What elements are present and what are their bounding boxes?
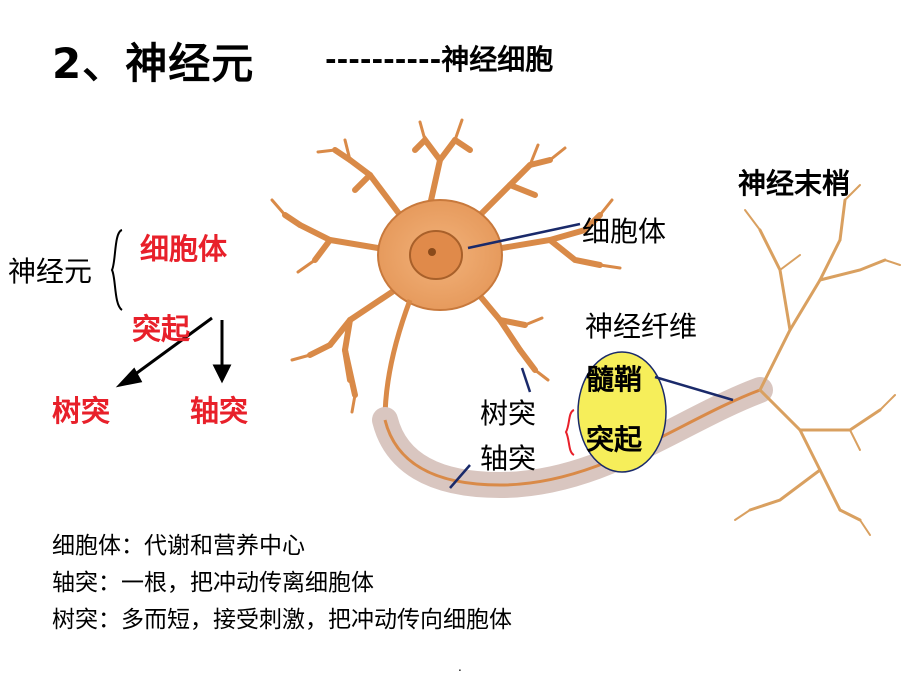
- process-brace: [564, 409, 575, 456]
- tree-brace: [110, 229, 123, 311]
- page-title: 2、神经元: [52, 39, 255, 88]
- label-myelin: 髓鞘: [586, 363, 643, 396]
- label-nerve-terminal: 神经末梢: [738, 167, 851, 200]
- label-nerve-fiber: 神经纤维: [585, 310, 698, 343]
- description-axon: 轴突：一根，把冲动传离细胞体: [52, 570, 374, 596]
- label-dendrite: 树突: [480, 397, 537, 430]
- label-axon: 轴突: [480, 442, 537, 475]
- label-process: 突起: [586, 423, 643, 456]
- tree-leaf-axon: 轴突: [190, 394, 249, 428]
- page-subtitle: ----------神经细胞: [325, 43, 554, 76]
- tree-root-label: 神经元: [8, 255, 93, 288]
- myelin-highlight: [577, 351, 667, 473]
- dendrites: [282, 135, 603, 398]
- tree-branch-cell-body: 细胞体: [140, 232, 228, 266]
- tree-branch-process: 突起: [132, 312, 191, 346]
- tree-leaf-dendrite: 树突: [52, 394, 111, 428]
- axon-hillock: [382, 299, 413, 421]
- axon-core: [383, 388, 761, 487]
- description-cell-body: 细胞体：代谢和营养中心: [52, 533, 305, 559]
- nerve-terminal-branches: [748, 198, 887, 522]
- tree-arrows: [115, 316, 232, 388]
- nucleus: [409, 230, 463, 280]
- pointer-lines: [449, 222, 734, 489]
- label-cell-body: 细胞体: [582, 215, 667, 248]
- description-dendrite: 树突：多而短，接受刺激，把冲动传向细胞体: [52, 607, 512, 633]
- footer-dot: .: [458, 660, 462, 674]
- myelin-sheath: [372, 377, 773, 499]
